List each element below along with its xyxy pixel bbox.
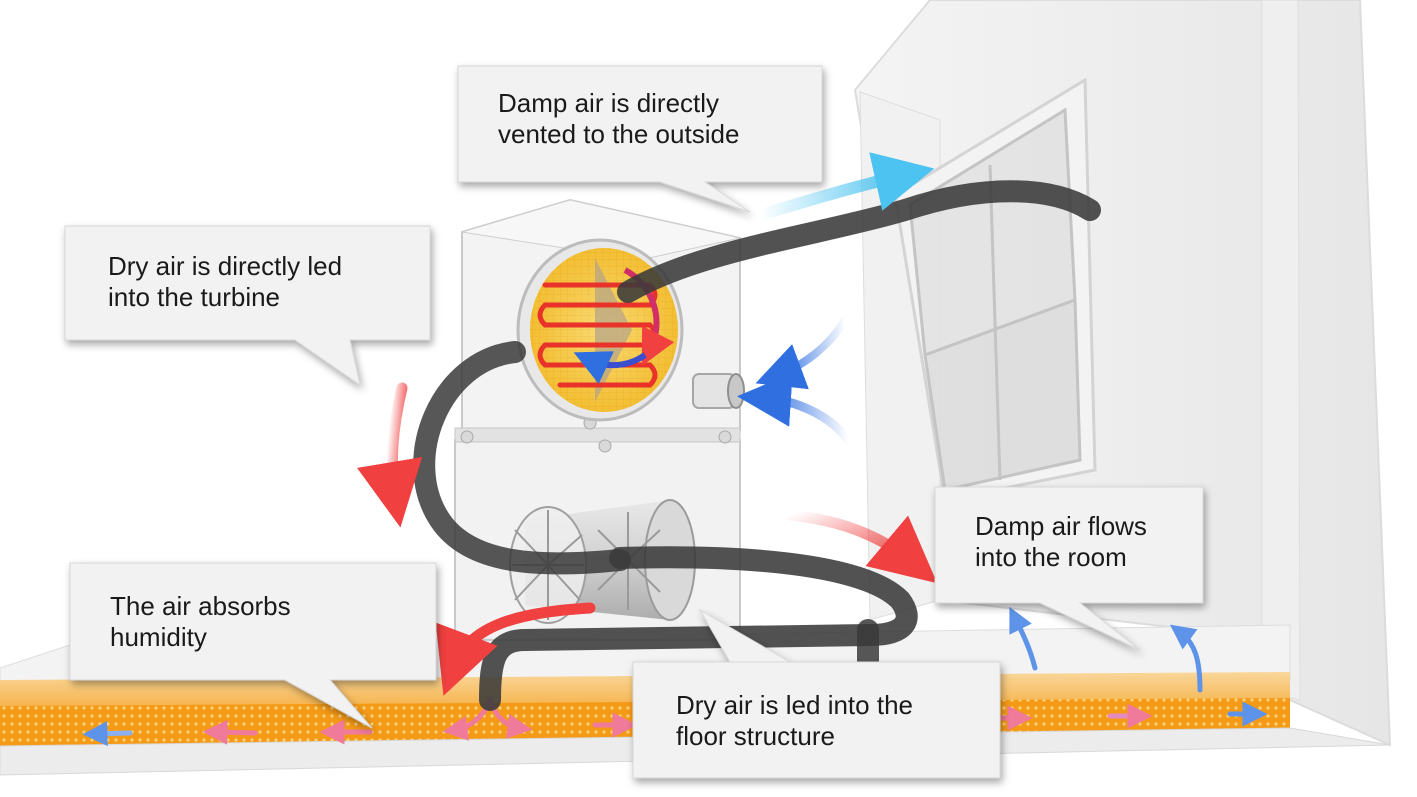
callout-absorbs-humidity: The air absorbs humidity <box>110 591 291 652</box>
callout-floor-structure: Dry air is led into the floor structure <box>676 690 913 751</box>
air-ducts <box>413 180 1101 711</box>
callout-damp-room: Damp air flows into the room <box>975 511 1147 572</box>
flow-arrows <box>357 152 938 696</box>
window <box>893 77 1097 502</box>
callout-bubbles <box>64 65 1204 779</box>
callout-dry-turbine: Dry air is directly led into the turbine <box>108 251 343 312</box>
callout-vent-outside: Damp air is directly vented to the outsi… <box>498 88 740 149</box>
air-inlet <box>692 373 745 409</box>
